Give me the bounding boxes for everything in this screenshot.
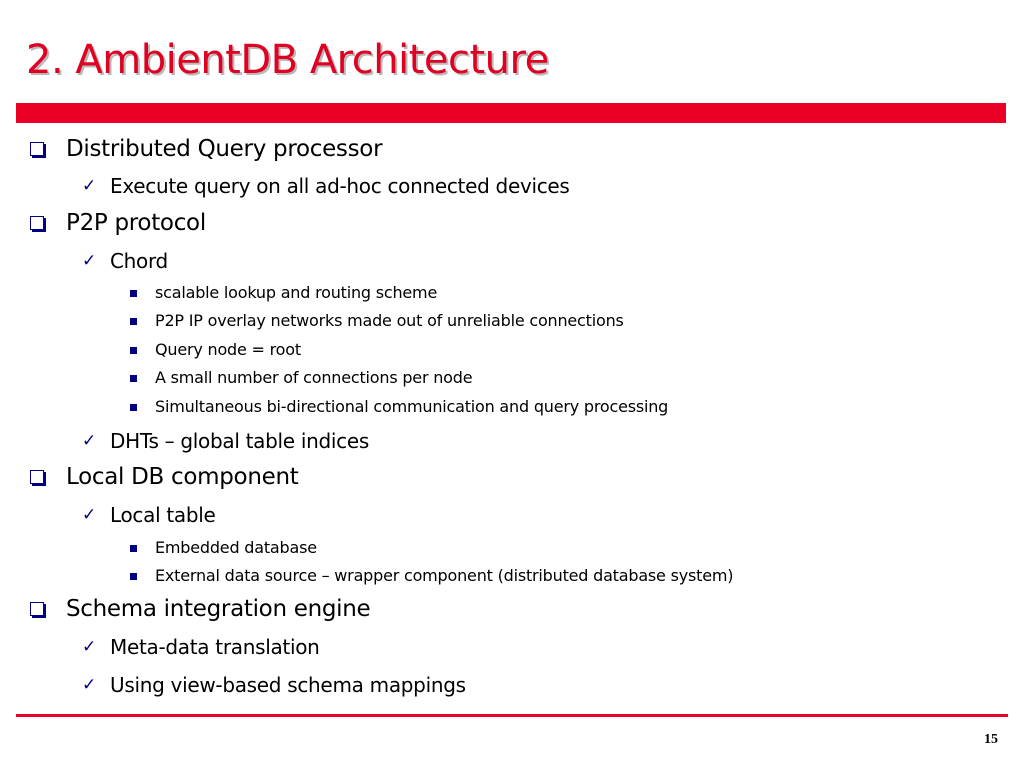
bullet-item: ✓ Chord [82,248,168,274]
bullet-text: Execute query on all ad-hoc connected de… [110,174,570,198]
bullet-text: P2P IP overlay networks made out of unre… [155,311,624,330]
bullet-item: Query node = root [130,340,301,360]
bullet-item: Embedded database [130,538,317,558]
filled-square-icon [130,572,137,580]
bullet-item: External data source – wrapper component… [130,566,733,586]
footer-divider [16,714,1008,717]
checkmark-icon: ✓ [82,251,97,271]
bullet-item: Distributed Query processor [30,134,383,164]
page-number: 15 [984,732,998,747]
bullet-text: Embedded database [155,538,317,557]
bullet-text: Simultaneous bi-directional communicatio… [155,397,669,416]
bullet-text: Using view-based schema mappings [110,673,466,697]
bullet-text: Distributed Query processor [66,136,383,162]
bullet-item: scalable lookup and routing scheme [130,283,437,303]
hollow-square-icon [30,602,44,616]
bullet-text: DHTs – global table indices [110,429,369,453]
filled-square-icon [130,289,137,297]
bullet-text: External data source – wrapper component… [155,566,734,585]
bullet-item: P2P protocol [30,208,206,238]
bullet-item: P2P IP overlay networks made out of unre… [130,311,624,331]
bullet-item: ✓ Using view-based schema mappings [82,672,466,698]
bullet-text: A small number of connections per node [155,368,473,387]
bullet-item: ✓ Local table [82,502,216,528]
checkmark-icon: ✓ [82,431,97,451]
checkmark-icon: ✓ [82,505,97,525]
bullet-item: A small number of connections per node [130,368,473,388]
filled-square-icon [130,317,137,325]
slide-title: 2. AmbientDB Architecture [26,37,549,83]
checkmark-icon: ✓ [82,675,97,695]
filled-square-icon [130,374,137,382]
filled-square-icon [130,544,137,552]
bullet-item: Schema integration engine [30,594,371,624]
bullet-text: Meta-data translation [110,635,320,659]
hollow-square-icon [30,142,44,156]
bullet-item: ✓ Execute query on all ad-hoc connected … [82,173,570,199]
bullet-text: P2P protocol [66,210,206,236]
bullet-item: ✓ DHTs – global table indices [82,428,369,454]
hollow-square-icon [30,470,44,484]
title-underline-bar [16,103,1006,123]
hollow-square-icon [30,216,44,230]
bullet-text: Local table [110,503,216,527]
bullet-text: scalable lookup and routing scheme [155,283,438,302]
checkmark-icon: ✓ [82,176,97,196]
bullet-text: Local DB component [66,464,299,490]
bullet-item: Simultaneous bi-directional communicatio… [130,397,668,417]
checkmark-icon: ✓ [82,637,97,657]
bullet-text: Chord [110,249,168,273]
bullet-text: Query node = root [155,340,301,359]
bullet-item: Local DB component [30,462,299,492]
filled-square-icon [130,403,137,411]
filled-square-icon [130,346,137,354]
bullet-item: ✓ Meta-data translation [82,634,320,660]
bullet-text: Schema integration engine [66,596,371,622]
